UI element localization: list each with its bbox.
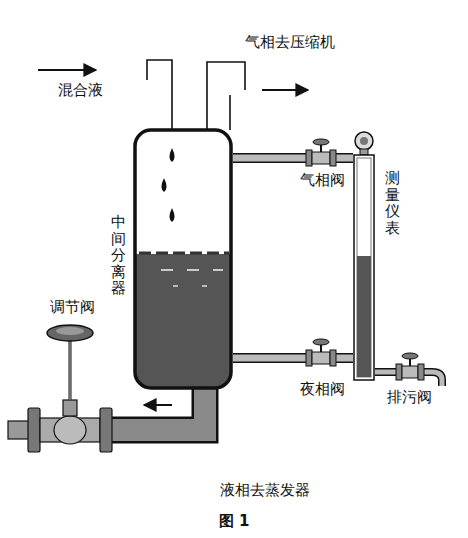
vessel-outline	[133, 128, 233, 390]
liquid-valve-symbol	[306, 339, 336, 366]
flow-arrow	[144, 404, 172, 406]
valve-label: 气相阀	[298, 171, 347, 189]
inlet-label: 混合液	[58, 81, 103, 99]
liquid-outlet-pipe	[110, 386, 205, 430]
gauge-outline	[353, 130, 375, 382]
liquid-outlet-pipe	[110, 386, 205, 430]
outlet-label: 液相去蒸发器	[220, 481, 310, 499]
valve-label: 调节阀	[50, 298, 95, 316]
drain-valve-symbol	[375, 353, 442, 386]
regulating-valve	[8, 325, 112, 452]
vertical-label: 中间分离器	[111, 214, 126, 297]
level-gauge: 测量仪表	[353, 130, 375, 382]
figure-caption: 图 1	[219, 512, 250, 530]
inlet-arrow	[38, 69, 96, 71]
outlet-label: 气相去压缩机	[245, 33, 335, 51]
gas-outlet-arrow	[262, 89, 308, 91]
valve-label: 夜相阀	[298, 380, 347, 398]
gas-outlet-pipe	[229, 95, 231, 130]
valve-label: 排污阀	[387, 388, 432, 406]
gas-outlet-pipe	[207, 62, 245, 130]
gas-valve-symbol	[306, 139, 336, 166]
inlet-pipe	[147, 60, 172, 130]
vertical-label: 测量仪表	[385, 170, 400, 236]
separator-vessel: 中间分离器	[133, 128, 233, 390]
